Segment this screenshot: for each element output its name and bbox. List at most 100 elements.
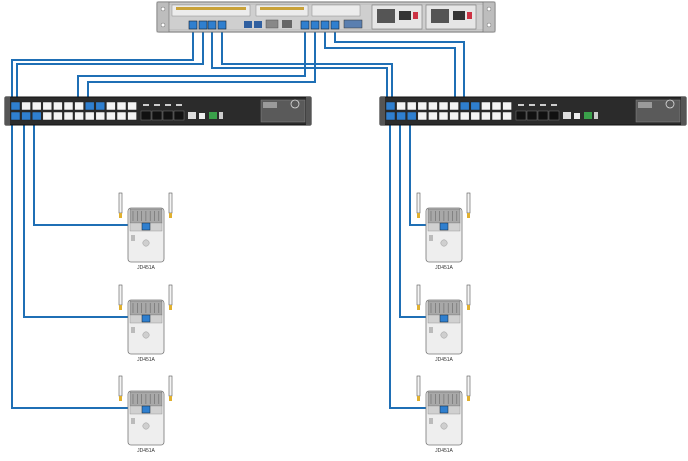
switch-port-active	[84, 101, 95, 111]
switch-port	[31, 101, 42, 111]
antenna-icon	[466, 375, 471, 397]
cable-left-switch-ap-3	[11, 120, 145, 409]
sfp-port	[151, 110, 163, 121]
switch-port	[481, 111, 491, 121]
antenna-icon	[416, 375, 421, 397]
switch-port-active	[385, 111, 396, 121]
switch-port	[459, 111, 470, 121]
switch-port	[63, 111, 74, 121]
switch-port-active	[406, 111, 417, 121]
switch-port	[84, 111, 95, 121]
server-nic-port	[320, 20, 330, 30]
ap-ethernet-port	[439, 405, 449, 414]
cable-server-right-switch-3	[324, 31, 456, 103]
antenna-icon	[118, 284, 123, 306]
switch-port	[406, 101, 417, 111]
server-nic-port	[310, 20, 320, 30]
sfp-port	[537, 110, 549, 121]
switch-port	[106, 101, 116, 111]
switch-port	[127, 111, 137, 121]
switch-port-active	[385, 101, 396, 111]
ap-model-label: JD451A	[137, 448, 155, 454]
cables	[11, 31, 465, 409]
switch-port	[491, 111, 502, 121]
sfp-port	[173, 110, 185, 121]
access-point: JD451A	[416, 375, 471, 454]
server-nic-port	[188, 20, 198, 30]
hp-logo-icon	[142, 239, 150, 247]
hp-logo-icon	[142, 331, 150, 339]
hp-logo-icon	[290, 99, 300, 109]
server-nic-port	[198, 20, 208, 30]
switch-port	[74, 101, 84, 111]
cable-server-left-switch-3	[77, 31, 306, 103]
switch-port	[502, 101, 512, 111]
access-point: JD451A	[118, 192, 173, 271]
switch-port	[74, 111, 84, 121]
sfp-port	[140, 110, 152, 121]
sfp-port	[515, 110, 527, 121]
cable-server-left-switch-2	[16, 31, 204, 110]
switch-port	[21, 101, 31, 111]
switch-port	[502, 111, 512, 121]
cable-server-right-switch-1	[211, 31, 388, 110]
sfp-port	[162, 110, 174, 121]
switch-port	[42, 111, 53, 121]
switch-port	[428, 111, 438, 121]
ap-model-label: JD451A	[435, 357, 453, 363]
cable-server-left-switch-4	[87, 31, 316, 103]
antenna-icon	[168, 192, 173, 214]
sfp-port	[526, 110, 538, 121]
switch-port	[116, 101, 127, 111]
switch-port	[53, 111, 63, 121]
server-nic-port	[300, 20, 310, 30]
switch-port	[396, 101, 406, 111]
antenna-icon	[118, 192, 123, 214]
cable-server-right-switch-4	[334, 31, 465, 103]
antenna-icon	[466, 192, 471, 214]
antenna-icon	[168, 284, 173, 306]
antenna-icon	[416, 192, 421, 214]
ap-model-label: JD451A	[435, 265, 453, 271]
switch-port	[53, 101, 63, 111]
server	[156, 1, 496, 33]
hp-logo-icon	[665, 99, 675, 109]
server-nic-port	[330, 20, 340, 30]
switch-port-active	[396, 111, 406, 121]
cable-left-switch-ap-1	[33, 120, 145, 226]
switch-port	[417, 111, 428, 121]
ap-model-label: JD451A	[137, 265, 155, 271]
cable-right-switch-ap-3	[389, 120, 443, 409]
switch-port	[438, 101, 449, 111]
switch-port-active	[10, 111, 21, 121]
access-point: JD451A	[416, 192, 471, 271]
sfp-port	[548, 110, 560, 121]
switch-port-active	[95, 101, 106, 111]
ap-ethernet-port	[141, 405, 151, 414]
switch-port	[491, 101, 502, 111]
hp-logo-icon	[440, 422, 448, 430]
cable-server-right-switch-2	[221, 31, 393, 110]
switch-port-active	[459, 101, 470, 111]
access-point: JD451A	[118, 375, 173, 454]
antenna-icon	[416, 284, 421, 306]
switch-port	[127, 101, 137, 111]
antenna-icon	[118, 375, 123, 397]
ap-ethernet-port	[439, 314, 449, 323]
antenna-icon	[466, 284, 471, 306]
access-point: JD451A	[416, 284, 471, 363]
switch-port	[470, 111, 481, 121]
switch-port-active	[31, 111, 42, 121]
access-points: JD451A JD451A JD451A JD451A JD451A JD451A	[118, 192, 471, 454]
ap-ethernet-port	[439, 222, 449, 231]
switch-port-active	[470, 101, 481, 111]
switch-port	[116, 111, 127, 121]
ap-model-label: JD451A	[137, 357, 155, 363]
switch-port	[95, 111, 106, 121]
ap-ethernet-port	[141, 314, 151, 323]
switch-port	[428, 101, 438, 111]
hp-logo-icon	[142, 422, 150, 430]
switch-port	[449, 111, 459, 121]
